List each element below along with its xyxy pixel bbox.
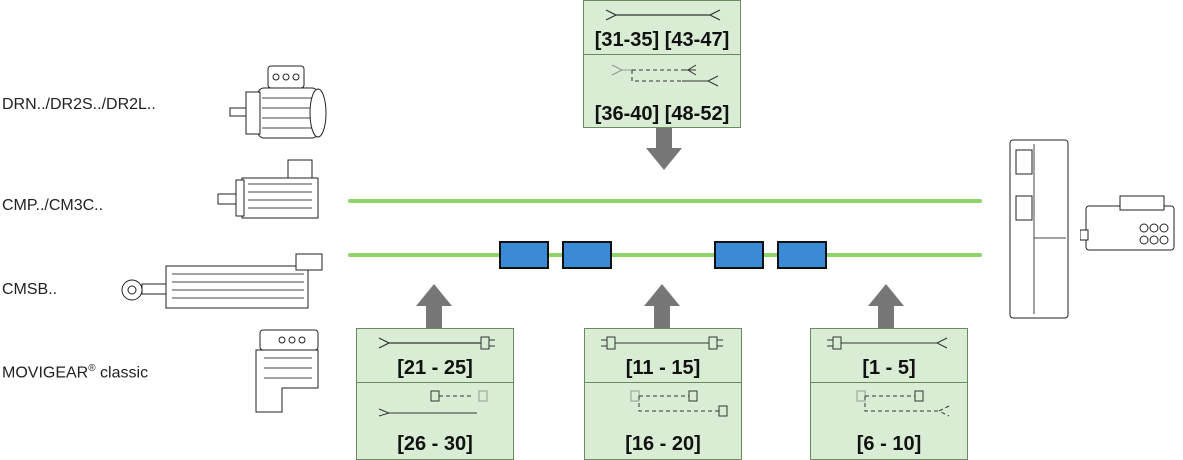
lower-bus-line	[348, 253, 982, 257]
cmsb-motor-icon	[121, 253, 323, 309]
cmp-motor-icon	[217, 159, 319, 219]
cable-card-right-lower: [6 - 10]	[811, 383, 967, 459]
upper-bus-line	[348, 199, 982, 203]
cable-code-top-lower: [36-40] [48-52]	[594, 103, 730, 125]
cable-card-top-upper: [31-35] [43-47]	[584, 1, 740, 55]
plug-extension-cable-icon	[357, 387, 513, 417]
open-end-cable-icon	[584, 7, 740, 23]
cable-code-middle-upper: [11 - 15]	[625, 357, 701, 379]
cable-card-middle-upper: [11 - 15]	[585, 329, 741, 383]
cable-card-middle-lower: [16 - 20]	[585, 383, 741, 459]
movigear-icon	[255, 329, 319, 413]
cable-code-left-lower: [26 - 30]	[397, 433, 473, 455]
up-arrow-icon	[868, 284, 904, 328]
inverter-icon	[1009, 139, 1069, 319]
motor-label-movigear: MOVIGEAR® classic	[2, 363, 149, 382]
plug-cable-icon	[357, 335, 513, 351]
cable-card-left-lower: [26 - 30]	[357, 383, 513, 459]
cable-card-top-lower: [36-40] [48-52]	[584, 55, 740, 127]
bus-module	[499, 241, 549, 269]
cable-code-right-lower: [6 - 10]	[856, 433, 922, 455]
plug-extension-cable-icon	[585, 387, 741, 417]
cable-code-right-upper: [1 - 5]	[862, 357, 916, 379]
cable-card-left-upper: [21 - 25]	[357, 329, 513, 383]
cable-code-middle-lower: [16 - 20]	[625, 433, 701, 455]
motor-label-drn: DRN../DR2S../DR2L..	[2, 96, 156, 113]
cable-card-middle: [11 - 15] [16 - 20]	[584, 328, 742, 460]
plug-open-cable-icon	[811, 335, 967, 351]
cable-card-right: [1 - 5] [6 - 10]	[810, 328, 968, 460]
plug-extension-open-cable-icon	[811, 387, 967, 417]
decentral-inverter-icon	[1080, 195, 1175, 251]
cable-card-top: [31-35] [43-47] [36-40] [48-52]	[583, 0, 741, 128]
cable-card-left: [21 - 25] [26 - 30]	[356, 328, 514, 460]
up-arrow-icon	[644, 284, 680, 328]
bus-module	[777, 241, 827, 269]
cable-code-top-upper: [31-35] [43-47]	[594, 29, 730, 51]
plug-plug-cable-icon	[585, 335, 741, 351]
bus-module	[714, 241, 764, 269]
drn-motor-icon	[229, 65, 327, 139]
motor-label-cmp: CMP../CM3C..	[2, 197, 104, 214]
bus-module	[562, 241, 612, 269]
down-arrow-icon	[646, 128, 682, 170]
extension-cable-icon	[584, 61, 740, 87]
up-arrow-icon	[416, 284, 452, 328]
cable-card-right-upper: [1 - 5]	[811, 329, 967, 383]
motor-label-cmsb: CMSB..	[2, 281, 58, 298]
cable-code-left-upper: [21 - 25]	[397, 357, 473, 379]
